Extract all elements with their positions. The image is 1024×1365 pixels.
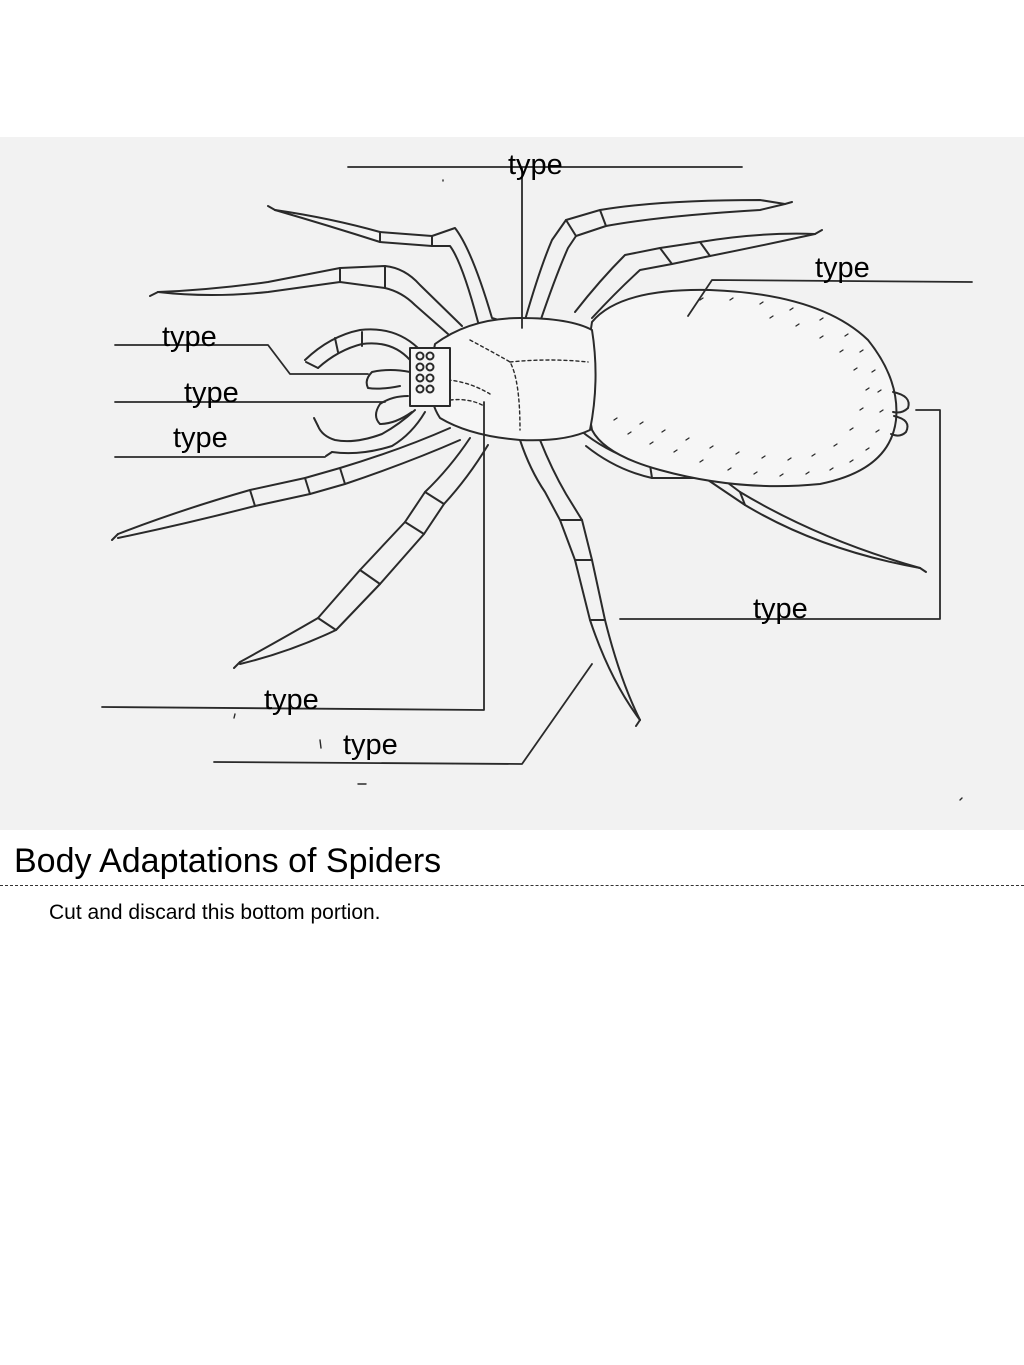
leader-lines <box>101 166 973 765</box>
diagram-label: type <box>753 593 808 625</box>
diagram-label: type <box>343 729 398 761</box>
spider-legs <box>111 199 927 727</box>
cut-instruction: Cut and discard this bottom portion. <box>49 901 381 924</box>
leg-lower-left-2 <box>239 437 471 663</box>
diagram-label: type <box>508 149 563 181</box>
diagram-label: type <box>264 684 319 716</box>
leader-line-7 <box>101 401 485 711</box>
diagram-label: type <box>815 252 870 284</box>
cut-line-divider <box>0 885 1024 886</box>
leader-line-8 <box>213 663 593 765</box>
diagram-label: type <box>162 321 217 353</box>
leg-upper-left-2 <box>157 265 463 327</box>
diagram-label: type <box>173 422 228 454</box>
leg-lower-left-1 <box>117 427 451 535</box>
diagram-panel <box>0 137 1024 830</box>
spider-cephalothorax <box>409 317 597 442</box>
spider-mouthparts <box>304 328 426 457</box>
leader-line-1 <box>347 166 743 329</box>
spider-abdomen <box>586 288 910 488</box>
leader-line-2 <box>687 279 973 317</box>
page-title: Body Adaptations of Spiders <box>14 842 442 880</box>
leader-line-3 <box>114 344 369 375</box>
diagram-label: type <box>184 377 239 409</box>
leader-line-6 <box>619 409 941 620</box>
paper-specks <box>233 179 963 801</box>
